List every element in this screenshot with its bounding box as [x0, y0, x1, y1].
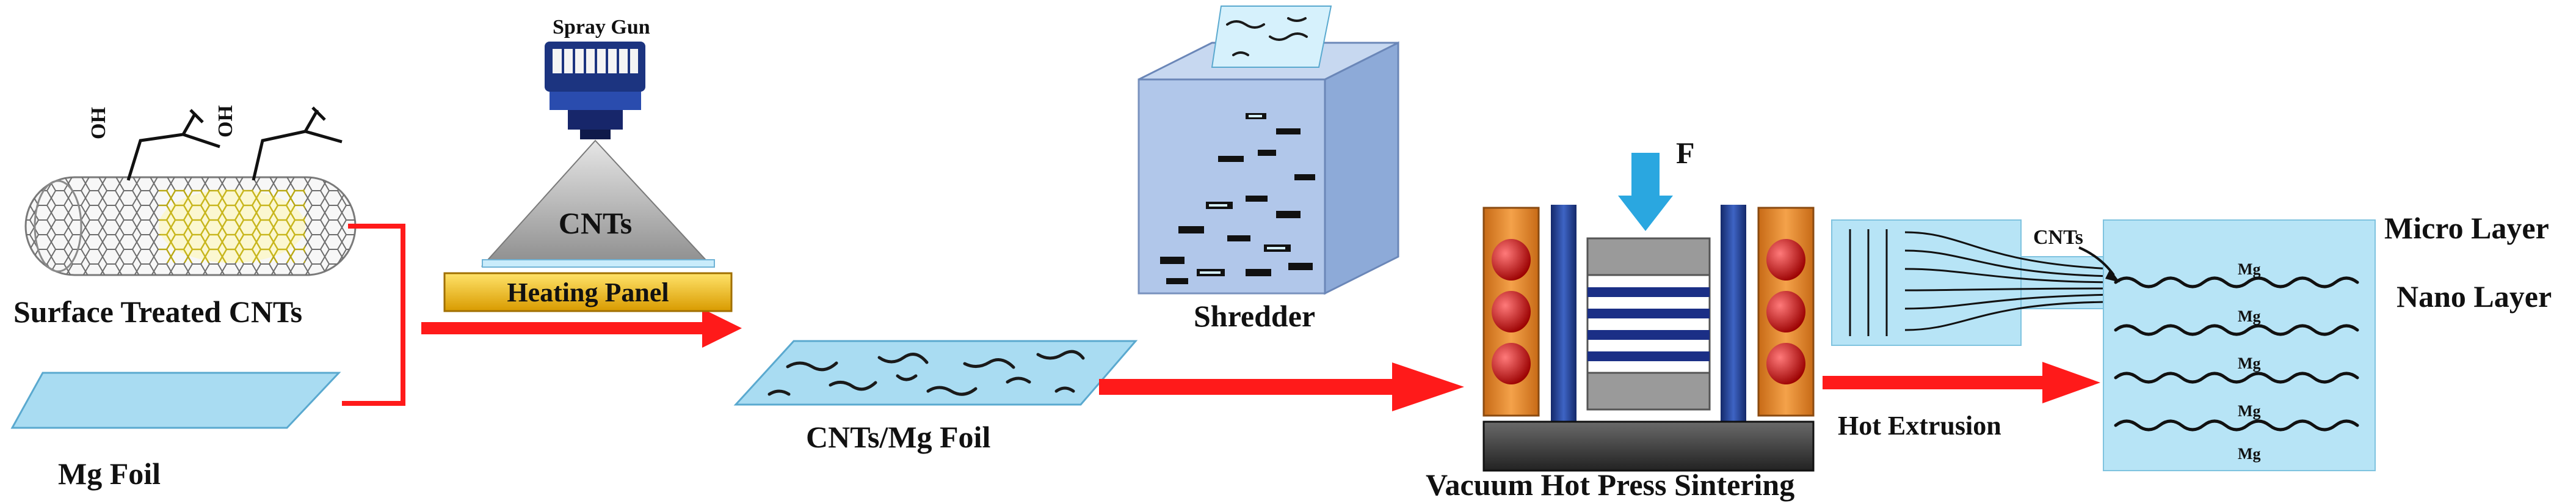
label-hot-extrusion: Hot Extrusion	[1838, 411, 2001, 441]
heating-panel	[443, 272, 733, 312]
label-heating-panel: Heating Panel	[507, 277, 669, 307]
label-mg-layer-3: Mg	[2238, 354, 2261, 372]
label-mg-layer-2: Mg	[2238, 307, 2261, 325]
shredder-box	[1137, 6, 1399, 295]
spray-gun-icon	[545, 42, 645, 139]
label-mg-layer-1: Mg	[2238, 260, 2261, 278]
carboxyl-oh-right: OH	[214, 105, 237, 138]
label-mg-layer-4: Mg	[2238, 402, 2261, 420]
label-shredder: Shredder	[1194, 299, 1316, 333]
extrusion-die-icon	[1831, 219, 2113, 346]
carboxyl-oh-left: OH	[87, 107, 110, 139]
label-force: F	[1676, 136, 1695, 170]
cnt-tube-icon	[24, 176, 357, 276]
label-cnts-cone: CNTs	[558, 206, 633, 240]
label-spray-gun: Spray Gun	[553, 16, 650, 39]
cnts-mg-foil-plate	[733, 340, 1138, 406]
label-mg-layer-5: Mg	[2238, 445, 2261, 463]
arrow-2	[1099, 362, 1464, 411]
label-cnts-pointer: CNTs	[2033, 226, 2083, 249]
label-cnts-mg-foil: CNTs/Mg Foil	[806, 420, 991, 454]
layered-composite	[2078, 219, 2376, 471]
label-vacuum-hot-press-sintering: Vacuum Hot Press Sintering	[1426, 468, 1795, 502]
label-surface-treated-cnts: Surface Treated CNTs	[13, 295, 303, 329]
merge-bracket	[342, 224, 405, 406]
spray-cone	[481, 139, 713, 266]
label-mg-foil: Mg Foil	[58, 457, 161, 491]
arrow-1	[421, 309, 742, 348]
arrow-3	[1823, 362, 2100, 403]
sprayed-foil	[482, 259, 715, 268]
hot-press	[1482, 153, 1815, 472]
mg-foil-plate	[10, 372, 341, 429]
label-micro-layer: Micro Layer	[2384, 211, 2549, 245]
label-nano-layer: Nano Layer	[2396, 279, 2552, 314]
carboxyl-group-icon	[126, 106, 343, 181]
